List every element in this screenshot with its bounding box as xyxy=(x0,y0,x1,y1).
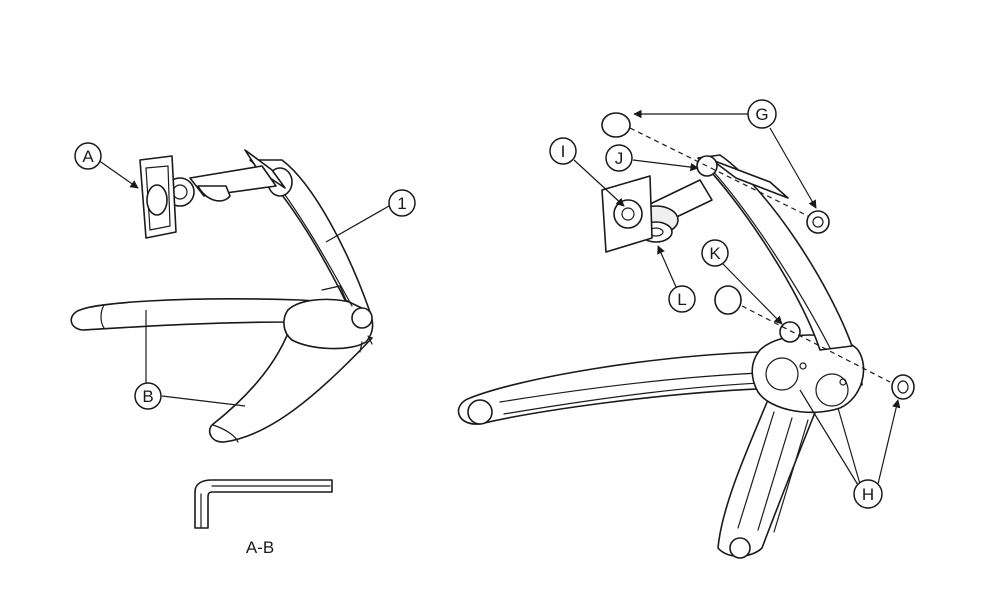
callout-1-label: 1 xyxy=(397,194,406,213)
callout-i-label: I xyxy=(561,142,566,161)
callout-b-label: B xyxy=(142,387,153,406)
cap-k xyxy=(714,285,742,315)
callout-1: 1 xyxy=(325,189,416,243)
callout-h-label: H xyxy=(862,485,874,504)
exploded-leg-rear xyxy=(717,394,819,558)
stand-base-leg-rear xyxy=(208,321,373,443)
exploded-arm xyxy=(697,154,853,351)
callout-l: L xyxy=(657,245,696,313)
cap-g xyxy=(601,112,631,138)
washer-g xyxy=(806,210,830,234)
hex-key-icon xyxy=(194,479,333,529)
callout-l-label: L xyxy=(677,290,686,309)
exploded-stand xyxy=(457,112,915,559)
callout-i: I xyxy=(549,137,625,207)
hex-key-tool xyxy=(194,479,333,529)
stand-base-leg-front xyxy=(70,298,353,331)
callout-g: G xyxy=(633,99,817,209)
stand-hub xyxy=(283,298,374,350)
callout-g-label: G xyxy=(755,105,768,124)
washer-h xyxy=(891,374,915,400)
callout-a: A xyxy=(74,142,139,189)
tool-caption: A-B xyxy=(246,538,274,557)
callout-a-label: A xyxy=(82,147,94,166)
callout-b: B xyxy=(134,310,246,410)
callout-k: K xyxy=(701,239,783,325)
callout-j: J xyxy=(605,144,699,172)
assembled-stand xyxy=(70,149,374,443)
callout-h: H xyxy=(799,389,901,509)
callout-j-label: J xyxy=(615,149,624,168)
callout-k-label: K xyxy=(709,244,721,263)
